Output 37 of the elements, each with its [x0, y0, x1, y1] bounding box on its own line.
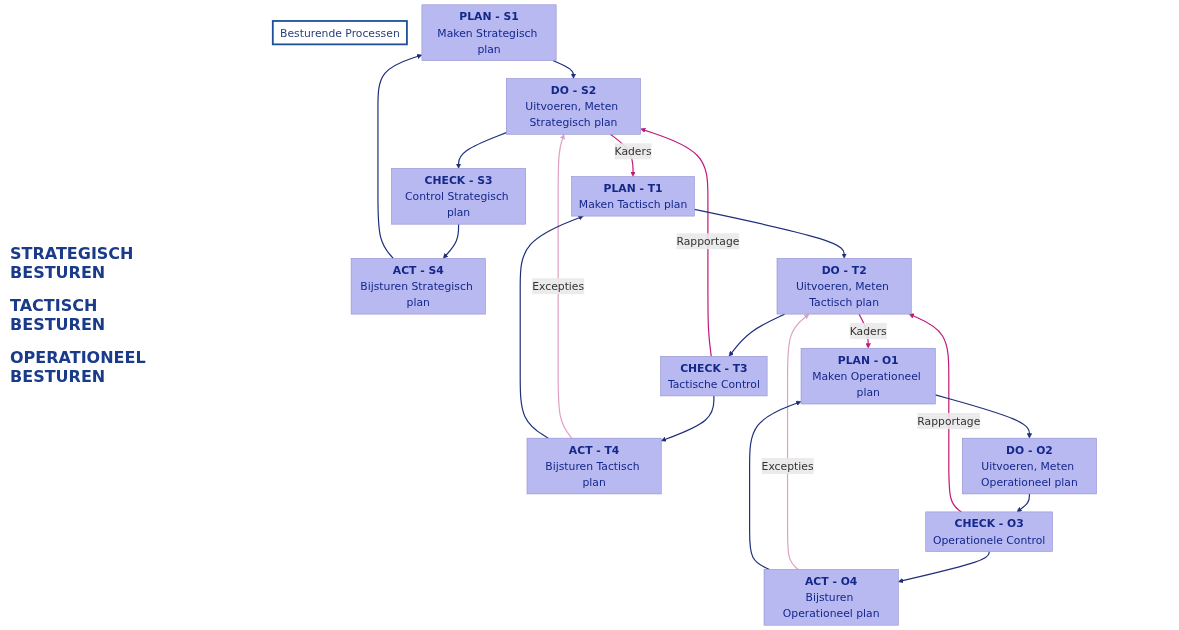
arrow [908, 313, 962, 513]
node-box: PLAN - O1 Maken Operationeel plan [800, 347, 936, 405]
arrow [640, 127, 712, 357]
arrow [455, 132, 507, 169]
edge-label: Rapportage [676, 234, 740, 248]
arrow [377, 53, 422, 259]
node-box: CHECK - O3 Operationele Control [925, 511, 1053, 552]
node-box: ACT - S4 Bijsturen Strategisch plan [350, 258, 486, 315]
edge-label: Kaders [849, 324, 887, 338]
node-box: CHECK - T3 Tactische Control [660, 356, 768, 397]
node-box: ACT - O4 Bijsturen Operationeel plan [763, 569, 899, 626]
arrow [660, 395, 715, 442]
node-box: Besturende Processen [271, 20, 408, 46]
arrow [557, 134, 573, 439]
node-box: PLAN - T1 Maken Tactisch plan [571, 176, 695, 217]
cycle-title: OPERATIONEEL BESTUREN [10, 348, 147, 386]
arrow [442, 223, 459, 259]
cycle-title: TACTISCH BESTUREN [10, 296, 107, 334]
node-box: CHECK - S3 Control Strategisch plan [390, 168, 526, 225]
cycle-title: STRATEGISCH BESTUREN [10, 244, 135, 282]
arrow [897, 550, 990, 584]
node-box: DO - S2 Uitvoeren, Meten Strategisch plan [505, 78, 641, 135]
node-box: DO - O2 Uitvoeren, Meten Operationeel plan [961, 437, 1097, 495]
edge-label: Excepties [761, 459, 814, 473]
node-box: PLAN - S1 Maken Strategisch plan [421, 4, 557, 61]
arrow [748, 400, 802, 571]
arrow [786, 313, 810, 571]
arrow [693, 208, 847, 259]
arrow [552, 59, 576, 79]
arrow [1016, 493, 1030, 513]
arrow [519, 215, 584, 439]
edge-label: Excepties [532, 279, 584, 293]
node-box: ACT - T4 Bijsturen Tactisch plan [526, 437, 662, 495]
arrow [934, 394, 1032, 439]
edge-label: Rapportage [917, 414, 981, 428]
node-box: DO - T2 Uitvoeren, Meten Tactisch plan [776, 258, 912, 315]
edge-label: Kaders [614, 145, 652, 158]
